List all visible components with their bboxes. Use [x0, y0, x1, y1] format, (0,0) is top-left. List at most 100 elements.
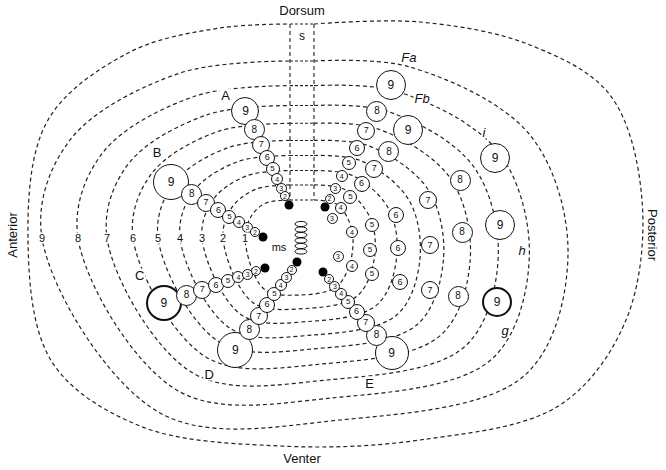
circle-outline	[327, 213, 337, 223]
figure-label: E	[364, 377, 375, 390]
figure-label: D	[204, 367, 215, 380]
plate-number: 9	[388, 79, 395, 91]
circle-outline	[376, 71, 405, 100]
figure-label: 5	[154, 233, 162, 244]
circle-outline	[325, 194, 334, 203]
plate-number: 3	[279, 185, 283, 192]
figure-label: 7	[103, 233, 111, 244]
figure-label: i	[482, 126, 487, 139]
growth-contour	[245, 200, 353, 295]
circle-outline	[336, 171, 347, 182]
circle-outline	[394, 115, 423, 144]
coil-symbol	[295, 249, 307, 254]
figure-label: A	[220, 88, 231, 101]
circle-outline	[342, 157, 355, 170]
plate-number: 3	[333, 283, 337, 290]
primary-dot	[321, 203, 330, 212]
circle-outline	[366, 160, 383, 177]
circle-outline	[330, 183, 340, 193]
figure-label: ms	[271, 242, 288, 253]
plate-circle: 4	[335, 202, 347, 214]
figure-label: B	[152, 145, 163, 158]
plate-number: 4	[350, 229, 354, 236]
plate-number: 4	[275, 176, 279, 183]
plate-number: 5	[226, 277, 230, 285]
circle-outline	[354, 176, 369, 191]
figure-label: Venter	[282, 452, 322, 465]
growth-contour	[223, 185, 375, 310]
plate-number: 4	[339, 204, 343, 211]
plate-number: 4	[237, 219, 241, 226]
plate-number: 6	[359, 179, 364, 188]
circle-outline	[250, 228, 259, 237]
plate-circle: 6	[349, 140, 365, 156]
circle-outline	[358, 122, 375, 139]
plate-number: 6	[395, 244, 400, 253]
circle-outline	[452, 222, 472, 242]
plate-number: 6	[393, 211, 398, 220]
plate-number: 3	[245, 224, 249, 231]
plate-number: 4	[339, 290, 343, 297]
plate-circle: 9	[482, 287, 512, 317]
circle-outline	[422, 282, 439, 299]
plate-number: 7	[204, 198, 209, 207]
plate-circle: 2	[324, 274, 334, 284]
circle-outline	[364, 244, 377, 257]
circle-outline	[450, 170, 470, 190]
plate-circle: 5	[365, 218, 379, 232]
plate-number: 2	[283, 193, 287, 200]
plate-number: 9	[242, 105, 249, 117]
plate-circle: 9	[146, 285, 182, 321]
primary-dot	[261, 264, 270, 273]
plate-number: 8	[455, 291, 461, 301]
figure-label: Dorsum	[278, 4, 326, 17]
circle-outline	[367, 101, 387, 121]
plate-number: 7	[256, 312, 261, 321]
sinus-wall	[313, 24, 314, 200]
plate-circle: 6	[354, 176, 370, 192]
plate-circle: 2	[325, 194, 335, 204]
plate-circle: 3	[333, 251, 344, 262]
plate-circle: 2	[287, 265, 297, 275]
plate-number: 3	[246, 271, 250, 278]
plate-number: 7	[427, 241, 432, 250]
plate-number: 7	[372, 164, 377, 173]
coil-symbol	[295, 243, 307, 248]
primary-dot	[259, 233, 268, 242]
growth-contour	[28, 21, 643, 447]
circle-outline	[347, 227, 358, 238]
plate-number: 5	[370, 270, 374, 278]
sinus-rung	[290, 85, 314, 86]
plate-number: 8	[374, 330, 380, 340]
circle-outline	[347, 261, 358, 272]
plate-number: 5	[346, 159, 350, 167]
figure-label: C	[134, 269, 145, 282]
plate-number: 8	[251, 125, 257, 135]
plate-circle: 6	[388, 207, 404, 223]
coil-symbol	[295, 232, 307, 237]
figure-label: Fa	[400, 51, 417, 64]
figure-label: g	[500, 324, 509, 337]
plate-number: 4	[350, 263, 354, 270]
sinus-rung	[290, 155, 314, 156]
plate-number: 6	[265, 300, 270, 309]
plate-circle: 7	[419, 191, 437, 209]
plate-number: 8	[457, 175, 463, 185]
plate-number: 5	[227, 213, 231, 221]
plate-number: 5	[272, 290, 276, 298]
plate-number: 3	[330, 215, 334, 222]
plate-number: 6	[216, 206, 221, 215]
plate-number: 4	[279, 282, 283, 289]
sinus-wall	[289, 24, 290, 200]
plate-circle: 7	[421, 281, 439, 299]
plate-circle: 9	[376, 70, 406, 100]
plate-number: 9	[497, 219, 504, 231]
plate-number: 4	[236, 274, 240, 281]
figure-label: 8	[74, 233, 82, 244]
circle-outline	[366, 268, 379, 281]
plate-number: 3	[336, 253, 340, 260]
sinus-rung	[290, 140, 314, 141]
sinus-rung	[290, 105, 314, 106]
sinus-rung	[290, 199, 314, 200]
